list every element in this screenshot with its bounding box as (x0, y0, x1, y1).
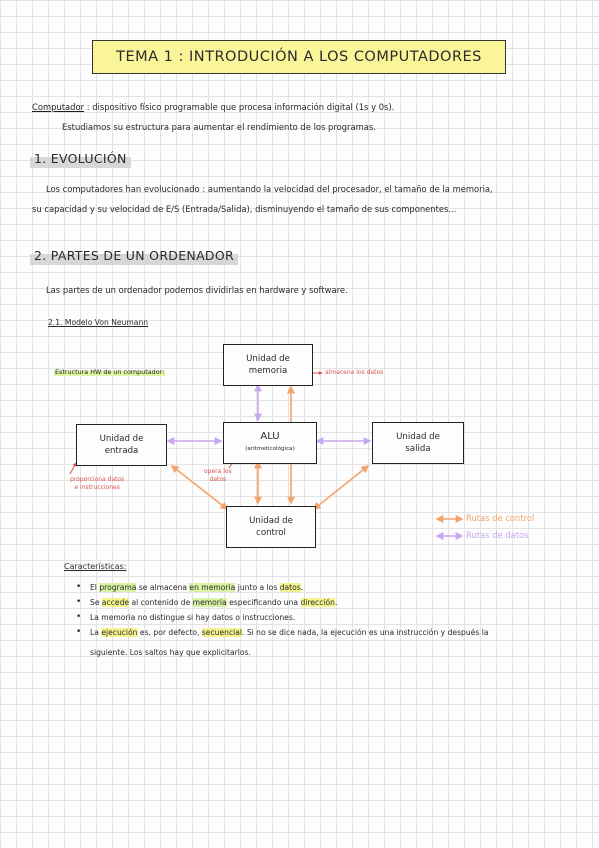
section-1-line-2: su capacidad y su velocidad de E/S (Entr… (32, 204, 457, 214)
alu-box: ALU (aritmeticológica) (223, 422, 317, 464)
item-highlight: programa (99, 583, 137, 592)
item-text: . Si no se dice nada, la ejecución es un… (242, 628, 489, 637)
input-note-arrow (69, 462, 77, 475)
item-text: al contenido de (129, 598, 193, 607)
diagram-note: Estructura HW de un computador: (54, 368, 166, 376)
control-unit-line-1: Unidad de (249, 516, 293, 526)
definition-term: Computador (32, 102, 85, 112)
memory-unit-line-2: memoria (248, 366, 288, 376)
item-highlight: datos (279, 583, 301, 592)
section-1-heading: 1. EVOLUCIÓN (30, 150, 131, 168)
subsection-heading: 2.1. Modelo Von Neumann (48, 318, 149, 327)
definition-line-2: Estudiamos su estructura para aumentar e… (62, 122, 376, 132)
alu-note: opera los datos (204, 468, 232, 483)
item-highlight: accede (101, 598, 130, 607)
input-note-line-1: proporciona datos (70, 476, 125, 483)
input-note-line-2: e instrucciones (74, 483, 120, 491)
list-item: La ejecución es, por defecto, secuencial… (76, 625, 488, 640)
list-item: El programa se almacena en memoria junto… (76, 580, 488, 595)
item-text: . (300, 583, 304, 592)
output-unit-line-1: Unidad de (396, 432, 440, 442)
control-path-input-control (170, 465, 229, 510)
output-unit-line-2: salida (405, 444, 431, 454)
list-item: La memoria no distingue si hay datos o i… (76, 610, 488, 625)
alu-note-line-2: datos (209, 475, 227, 483)
item-text: Se (90, 598, 102, 607)
input-unit-line-2: entrada (104, 446, 139, 456)
item-highlight: memoria (192, 598, 227, 607)
memory-unit-line-1: Unidad de (246, 354, 290, 364)
item-text: La memoria no distingue si hay datos o i… (90, 613, 296, 622)
alu-line-1: ALU (260, 431, 280, 442)
section-2-heading: 2. PARTES DE UN ORDENADOR (30, 247, 238, 265)
legend-control-label: Rutas de control (466, 513, 535, 523)
item-text: junto a los (235, 583, 280, 592)
legend-data-label: Rutas de datos (466, 530, 529, 540)
item-text: El (90, 583, 100, 592)
memory-unit-box: Unidad de memoria (223, 344, 313, 386)
item-highlight: ejecución (101, 628, 138, 637)
alu-note-line-1: opera los (204, 468, 232, 475)
characteristics-heading: Características: (64, 562, 127, 571)
page-title: TEMA 1 : INTRODUCIÓN A LOS COMPUTADORES (92, 40, 506, 74)
item-text: se almacena (136, 583, 190, 592)
control-unit-box: Unidad de control (226, 506, 316, 548)
item-highlight: en memoria (189, 583, 236, 592)
page-title-text: TEMA 1 : INTRODUCIÓN A LOS COMPUTADORES (116, 49, 482, 65)
section-1-line-1: Los computadores han evolucionado : aume… (46, 184, 493, 194)
control-unit-line-2: control (256, 528, 286, 538)
section-2-intro: Las partes de un ordenador podemos divid… (46, 285, 348, 295)
item-text: es, por defecto, (137, 628, 202, 637)
input-note: proporciona datos e instrucciones (70, 476, 124, 491)
alu-line-2: (aritmeticológica) (245, 446, 295, 452)
input-unit-line-1: Unidad de (99, 434, 144, 444)
memory-note: almacena los datos (325, 369, 384, 376)
definition-text-1: : dispositivo físico programable que pro… (86, 102, 395, 112)
item-text: especificando una (226, 598, 301, 607)
control-path-output-control (312, 465, 370, 510)
item-highlight: secuencial (201, 628, 242, 637)
input-unit-box: Unidad de entrada (76, 424, 167, 466)
definition-line-1: Computador : dispositivo físico programa… (32, 101, 394, 114)
item-text: La (90, 628, 102, 637)
output-unit-box: Unidad de salida (372, 422, 464, 464)
characteristics-last-line: siguiente. Los saltos hay que explicitar… (90, 648, 251, 657)
item-highlight: dirección (300, 598, 335, 607)
list-item: Se accede al contenido de memoria especi… (76, 595, 488, 610)
item-text: . (334, 598, 338, 607)
characteristics-list: El programa se almacena en memoria junto… (76, 580, 488, 640)
